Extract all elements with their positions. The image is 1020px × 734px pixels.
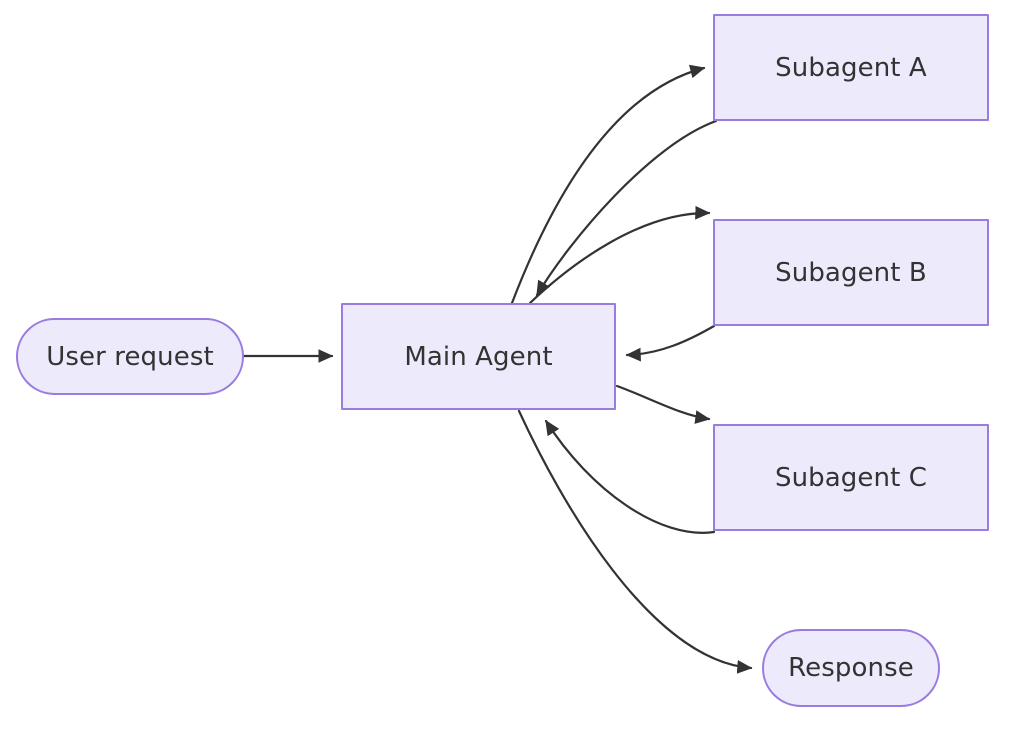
node-subagent-a[interactable]: Subagent A <box>713 14 989 121</box>
node-response[interactable]: Response <box>762 629 940 707</box>
node-main-agent-label: Main Agent <box>404 341 553 372</box>
edge-a-to-main <box>535 119 718 297</box>
node-subagent-c[interactable]: Subagent C <box>713 424 989 531</box>
edge-main-to-c <box>615 384 711 424</box>
node-user-request[interactable]: User request <box>16 318 244 395</box>
node-subagent-a-label: Subagent A <box>775 52 927 83</box>
node-subagent-c-label: Subagent C <box>774 462 927 493</box>
node-main-agent[interactable]: Main Agent <box>341 303 616 410</box>
node-response-label: Response <box>788 653 914 683</box>
node-user-request-label: User request <box>46 341 214 372</box>
edge-c-to-main <box>544 419 716 534</box>
node-subagent-b[interactable]: Subagent B <box>713 219 989 326</box>
edge-b-to-main <box>625 324 716 362</box>
node-subagent-b-label: Subagent B <box>775 257 927 288</box>
edge-main-to-b <box>528 205 711 305</box>
edge-main-to-a <box>510 64 706 305</box>
edge-main-to-response <box>517 409 753 674</box>
